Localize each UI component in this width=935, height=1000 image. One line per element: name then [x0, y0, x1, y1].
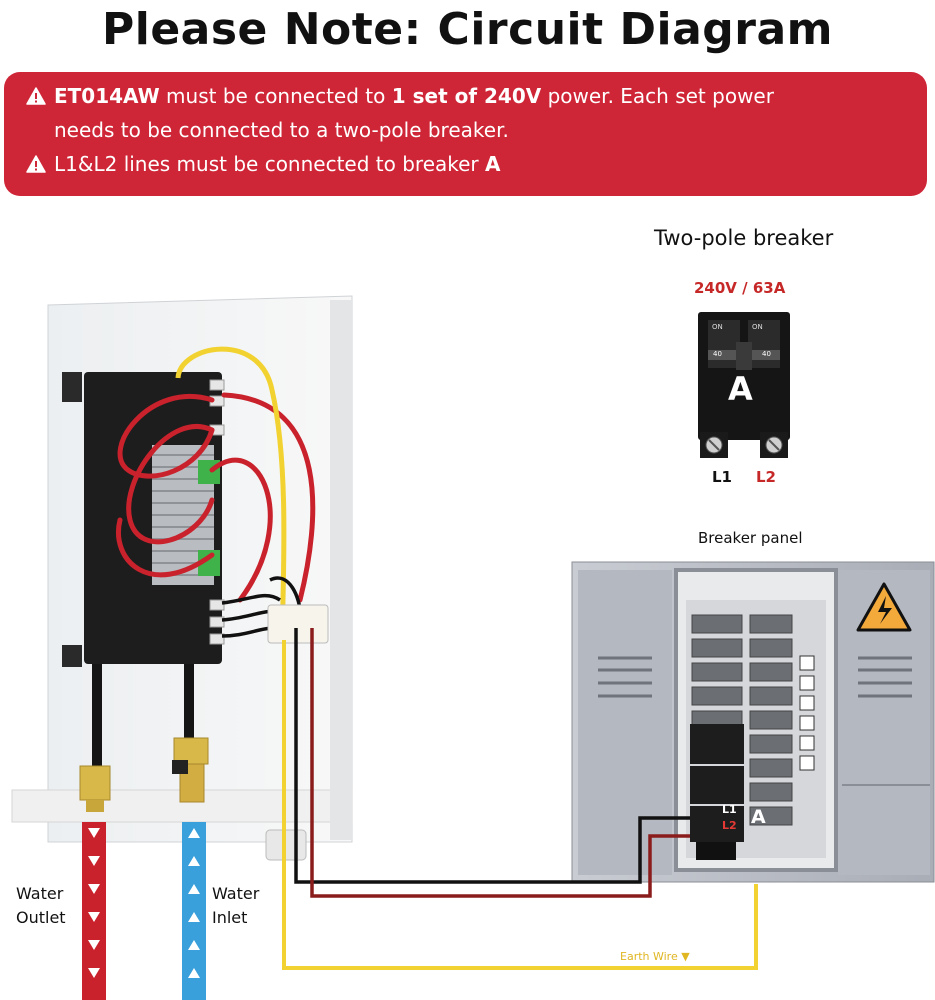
- switch-value: 40: [713, 350, 722, 358]
- lightning-hazard-icon: [856, 582, 912, 632]
- water-outlet-stream: [82, 822, 106, 1000]
- warning-text-end: power. Each set power: [541, 84, 774, 108]
- breaker-letter-strong: A: [485, 152, 501, 176]
- two-pole-breaker-heading: Two-pole breaker: [654, 226, 834, 250]
- switch-on-label: ON: [752, 323, 763, 331]
- black-wire: [294, 628, 690, 884]
- breaker-rating: 240V / 63A: [694, 279, 786, 297]
- outlet-fitting: [79, 765, 111, 812]
- warning-strong: 1 set of 240V: [391, 84, 542, 108]
- switch-on-label: ON: [712, 323, 723, 331]
- water-heater-unit: [11, 295, 353, 861]
- green-terminal: [198, 550, 220, 576]
- warning-line-3: L1&L2 lines must be connected to breaker…: [26, 152, 501, 176]
- model-code: ET014AW: [54, 84, 160, 108]
- water-inlet-label-2: Inlet: [212, 908, 248, 927]
- earth-wire: [282, 640, 758, 970]
- terminal-block: [267, 604, 329, 644]
- page-title: Please Note: Circuit Diagram: [102, 4, 833, 55]
- breaker-l2-label: L2: [756, 468, 776, 486]
- breaker-l1-label: L1: [712, 468, 732, 486]
- water-outlet-label-1: Water: [16, 884, 64, 903]
- warning-text: must be connected to: [159, 84, 392, 108]
- warning-text: L1&L2 lines must be connected to breaker: [54, 152, 486, 176]
- breaker-panel-heading: Breaker panel: [698, 529, 803, 547]
- water-inlet-label-1: Water: [212, 884, 260, 903]
- breaker-letter: A: [728, 370, 753, 408]
- warning-line-2: needs to be connected to a two-pole brea…: [54, 118, 509, 142]
- warning-line-1: ET014AW must be connected to 1 set of 24…: [26, 84, 774, 108]
- two-pole-breaker: [698, 312, 790, 458]
- warning-triangle-icon: [26, 155, 46, 173]
- panel-l1-label: L1: [722, 803, 737, 816]
- red-wire: [310, 628, 690, 898]
- water-inlet-stream: [182, 822, 206, 1000]
- earth-wire-label: Earth Wire ▼: [620, 950, 690, 963]
- warning-banner: ET014AW must be connected to 1 set of 24…: [4, 72, 927, 196]
- breaker-panel: [571, 561, 935, 883]
- panel-breaker-letter: A: [751, 806, 766, 828]
- inlet-fitting: [172, 737, 209, 803]
- warning-triangle-icon: [26, 87, 46, 105]
- panel-l2-label: L2: [722, 819, 737, 832]
- water-outlet-label-2: Outlet: [16, 908, 66, 927]
- switch-value: 40: [762, 350, 771, 358]
